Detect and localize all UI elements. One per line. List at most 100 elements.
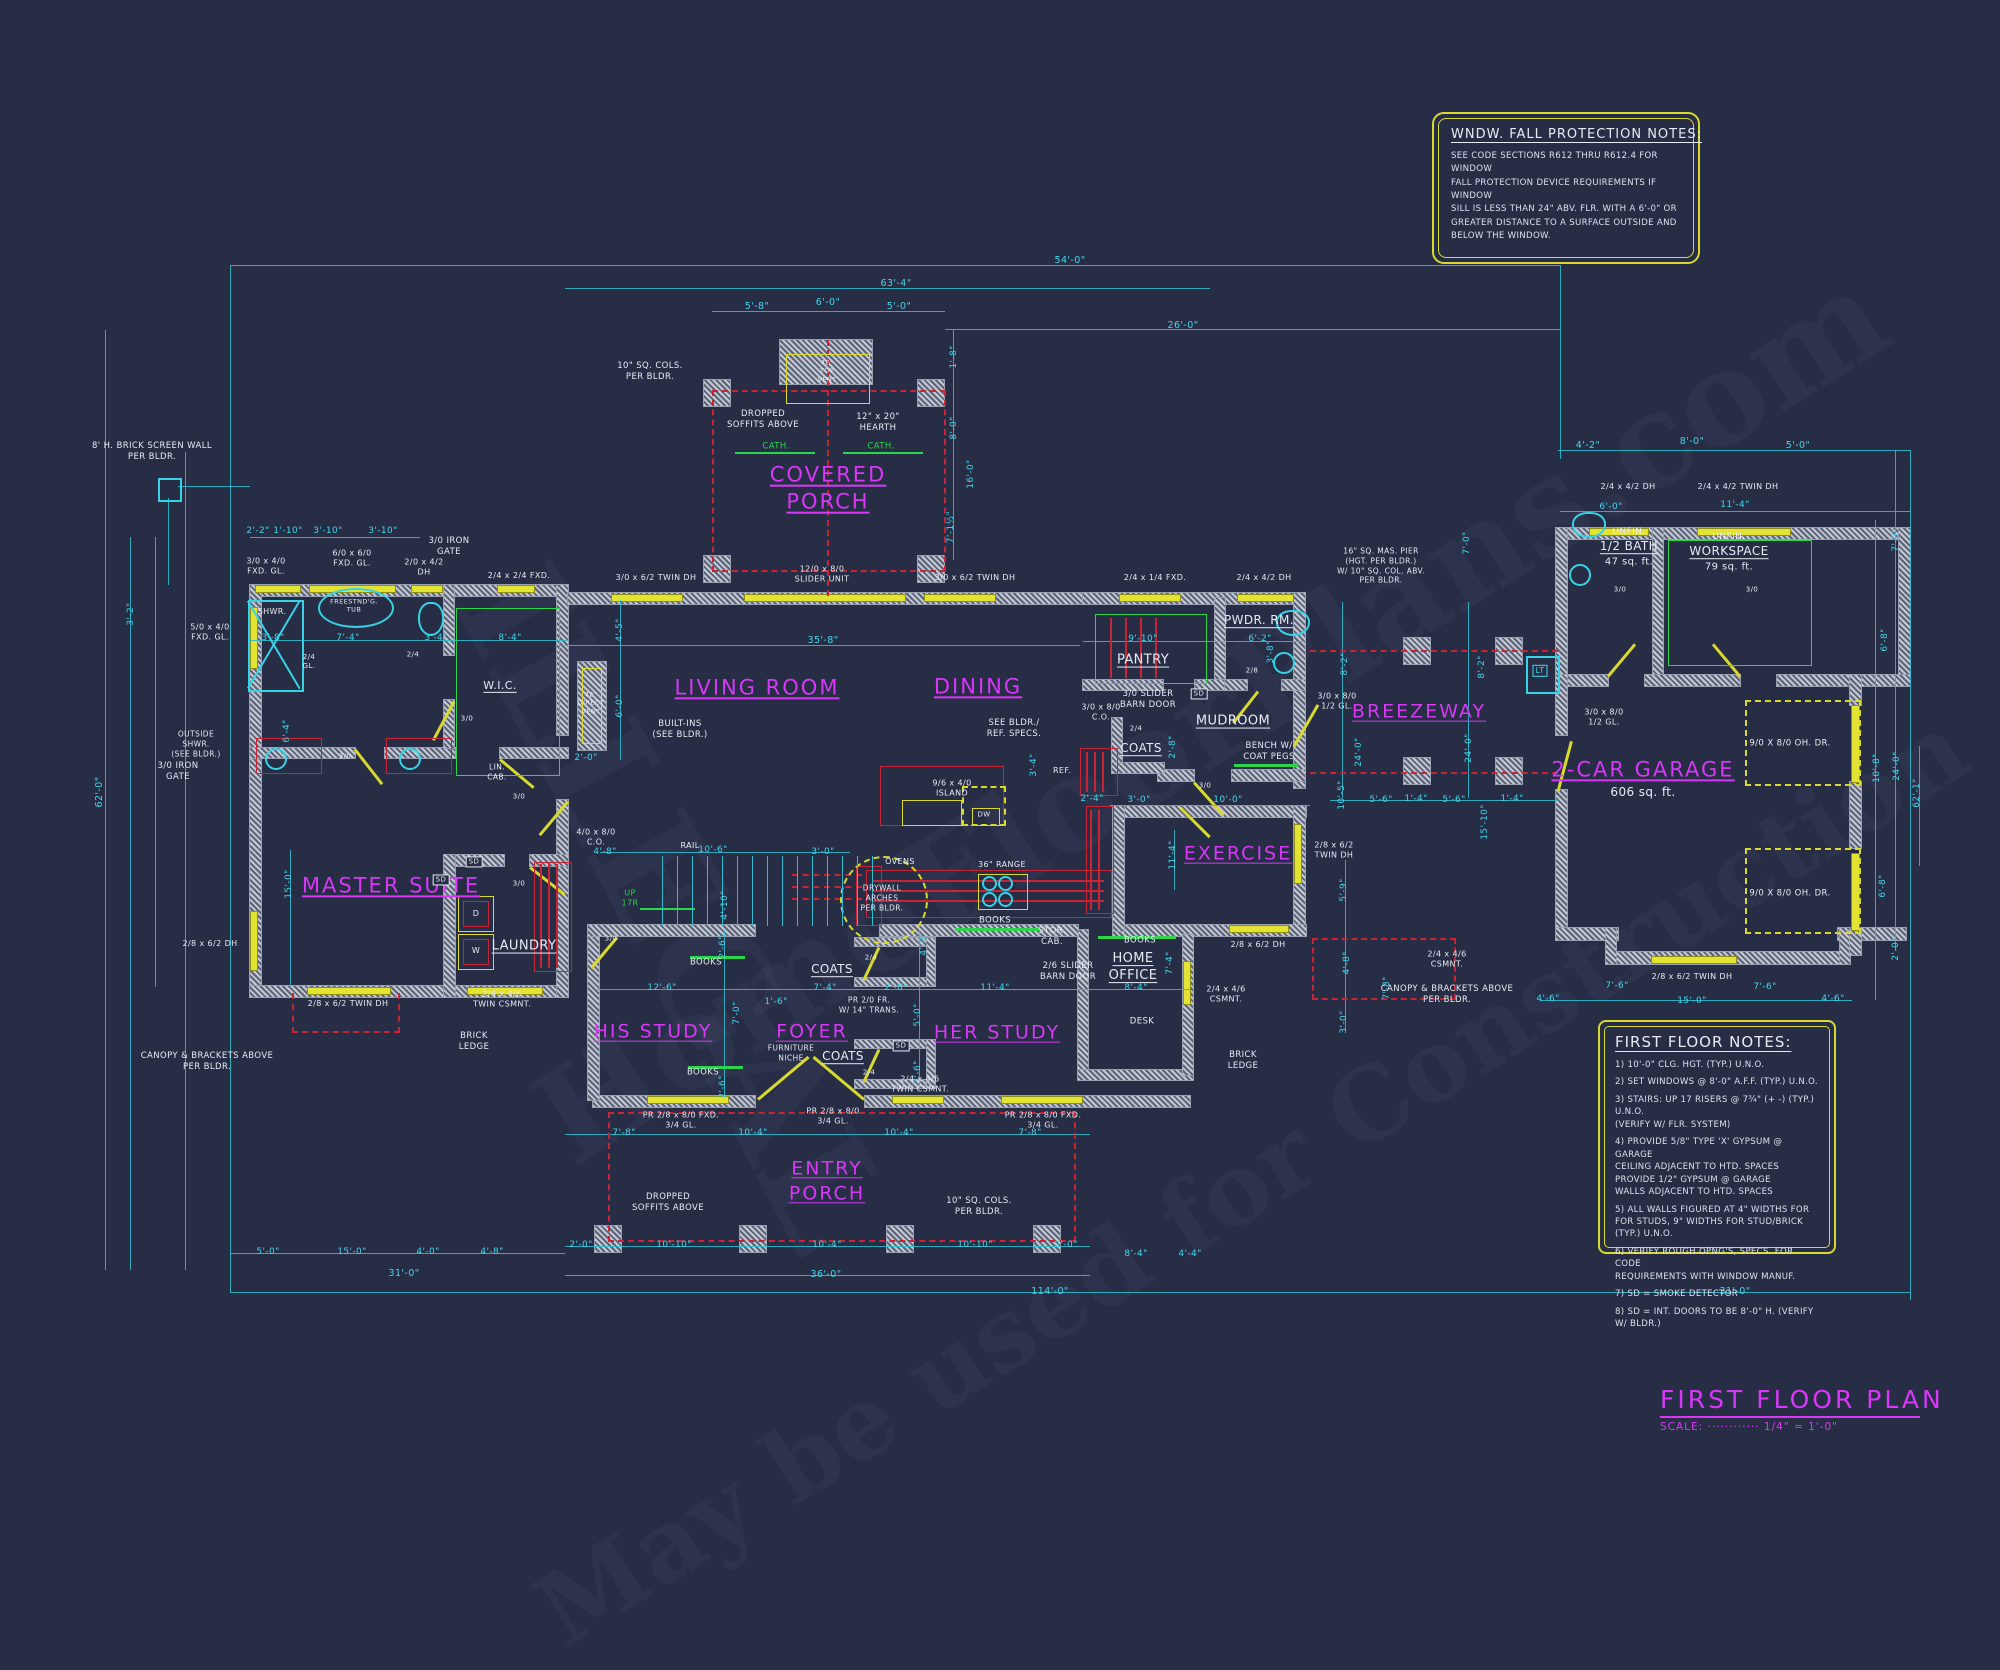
green-line <box>955 928 1040 931</box>
dimension-label: 8'-4" <box>1124 983 1148 994</box>
annotation-label: BOOKS <box>1123 935 1157 946</box>
dimension-label: 3'-0" <box>1127 795 1151 806</box>
window <box>412 586 442 592</box>
dimension-label: 11'-4" <box>1168 840 1179 870</box>
dimension-label: 16'-0" <box>966 459 977 489</box>
cabinet-outline <box>534 862 572 972</box>
annotation-label: 3/0 <box>338 752 352 761</box>
pier-column <box>703 379 731 407</box>
annotation-label: 4/0 x 8/0 C.O. <box>576 827 616 847</box>
smoke-detector-badge: SD <box>1190 688 1208 700</box>
wall-segment <box>1281 679 1306 691</box>
dimension-label: 7'-8" <box>1382 976 1393 1000</box>
wall-segment <box>854 1079 936 1089</box>
window <box>925 595 995 601</box>
wall-segment <box>1293 592 1306 789</box>
dimension-label: 35'-8" <box>807 634 839 646</box>
window <box>1295 825 1301 883</box>
annotation-label: 2/4 x 4/6 TWIN CSMNT. <box>472 989 532 1009</box>
window <box>251 912 257 970</box>
annotation-label: 3/0 <box>460 714 474 723</box>
dimension-label: 5'-8" <box>744 300 770 312</box>
annotation-label: 2/4 x 4/2 DH <box>1236 572 1292 582</box>
dashed-red-line <box>1310 772 1558 774</box>
dimension-label: 2'-6" <box>718 1075 729 1099</box>
wall-segment <box>1644 674 1741 687</box>
annotation-label: 3/0 x 6/2 TWIN DH <box>615 572 697 582</box>
note-item: 3) STAIRS: UP 17 RISERS @ 7¾" (+ -) (TYP… <box>1615 1094 1815 1130</box>
smoke-detector-badge: SD <box>892 1040 910 1052</box>
annotation-label: 3/0 x 8/0 1/2 GL. <box>1317 691 1357 711</box>
wall-segment <box>443 584 455 656</box>
dimension-label: 4'-6" <box>1821 994 1845 1005</box>
annotation-label: 2/4 x 4/6 CSMNT. <box>1427 949 1467 969</box>
dimension-label: 3'-10" <box>313 526 343 537</box>
dimension-label: 10'-0" <box>1213 795 1243 806</box>
annotation-label: 3/0 IRON GATE <box>428 535 470 557</box>
annotation-label: STOR. CAB. <box>1038 925 1066 947</box>
annotation-label: 47 sq. ft. <box>1604 556 1654 568</box>
dimension-label: 11'-4" <box>1720 500 1750 511</box>
dimension-line <box>1342 602 1343 798</box>
dashed-red-line <box>292 1031 400 1033</box>
pier-column <box>703 555 731 583</box>
window <box>1852 854 1859 930</box>
annotation-label: 2/8 x 6/2 DH <box>1230 939 1286 949</box>
wall-segment <box>1111 717 1123 774</box>
annotation-label: 42" DIRECT VENT <box>577 690 605 716</box>
cabinet-line <box>540 864 542 968</box>
wall-segment <box>384 747 456 759</box>
annotation-label: UNFIN. <box>1712 532 1746 543</box>
dimension-label: 6'-0" <box>1599 502 1623 513</box>
dimension-line <box>230 265 1560 266</box>
wall-segment <box>1555 674 1568 736</box>
wall-segment <box>1231 769 1306 782</box>
dimension-label: 1'-6" <box>764 997 788 1008</box>
dimension-label: 10'-6" <box>698 845 728 856</box>
cabinet-outline <box>1080 748 1118 796</box>
room-label: ENTRY PORCH <box>788 1157 866 1204</box>
dimension-line <box>1919 746 1920 866</box>
dimension-label: 36'-0" <box>810 1268 842 1280</box>
pier-column <box>1495 757 1523 785</box>
plumbing-fixture <box>982 876 997 891</box>
dimension-label: 2'-0" <box>1891 937 1902 961</box>
annotation-label: 12/0 x 8/0 SLIDER UNIT <box>794 564 850 584</box>
dimension-line <box>1345 860 1346 1030</box>
cabinet-outline <box>386 738 452 774</box>
dimension-line <box>290 850 291 986</box>
dimension-label: 62'-1" <box>1912 778 1923 808</box>
plumbing-fixture <box>1569 564 1591 586</box>
annotation-label: D <box>472 908 480 918</box>
dimension-line <box>565 1246 1090 1247</box>
wall-segment <box>1224 679 1248 691</box>
dimension-label: 10'-4" <box>884 1128 914 1139</box>
annotation-label: CATH. <box>762 441 790 452</box>
dimension-label: 6'-4" <box>282 719 293 743</box>
annotation-label: WORKSPACE <box>1689 544 1769 559</box>
dimension-label: 10'-4" <box>738 1128 768 1139</box>
annotation-label: UNFIN. <box>1612 527 1646 538</box>
dimension-label: 3'-0" <box>1339 1010 1350 1034</box>
cabinet-line <box>1155 618 1157 678</box>
green-line <box>690 956 745 959</box>
wall-segment <box>1111 762 1165 774</box>
wall-segment <box>529 854 569 867</box>
green-line <box>843 452 923 454</box>
note-line: FALL PROTECTION DEVICE REQUIREMENTS IF W… <box>1451 177 1657 201</box>
toilet <box>1276 610 1310 636</box>
note-item: 6) VERIFY ROUGH OPNG'S, SPECS. FOR CODE … <box>1615 1246 1796 1282</box>
annotation-label: 16" SQ. MAS. PIER (HGT. PER BLDR.) W/ 10… <box>1337 546 1425 585</box>
dimension-label: 10'-5" <box>1337 780 1348 810</box>
dimension-label: 7'-0" <box>1462 531 1473 555</box>
dimension-label: 3'-6" <box>913 1060 924 1084</box>
dimension-line <box>178 486 250 487</box>
annotation-label: 2/4 x 4/6 TWIN CSMNT. <box>890 1074 950 1094</box>
dimension-label: 1'-8" <box>949 345 960 369</box>
dimension-line <box>620 600 621 760</box>
annotation-label: W.I.C. <box>483 678 517 692</box>
note-line: SILL IS LESS THAN 24" ABV. FLR. WITH A 6… <box>1451 204 1677 215</box>
dimension-line <box>130 537 131 1270</box>
dimension-line <box>1468 602 1469 798</box>
green-line <box>1098 936 1176 939</box>
